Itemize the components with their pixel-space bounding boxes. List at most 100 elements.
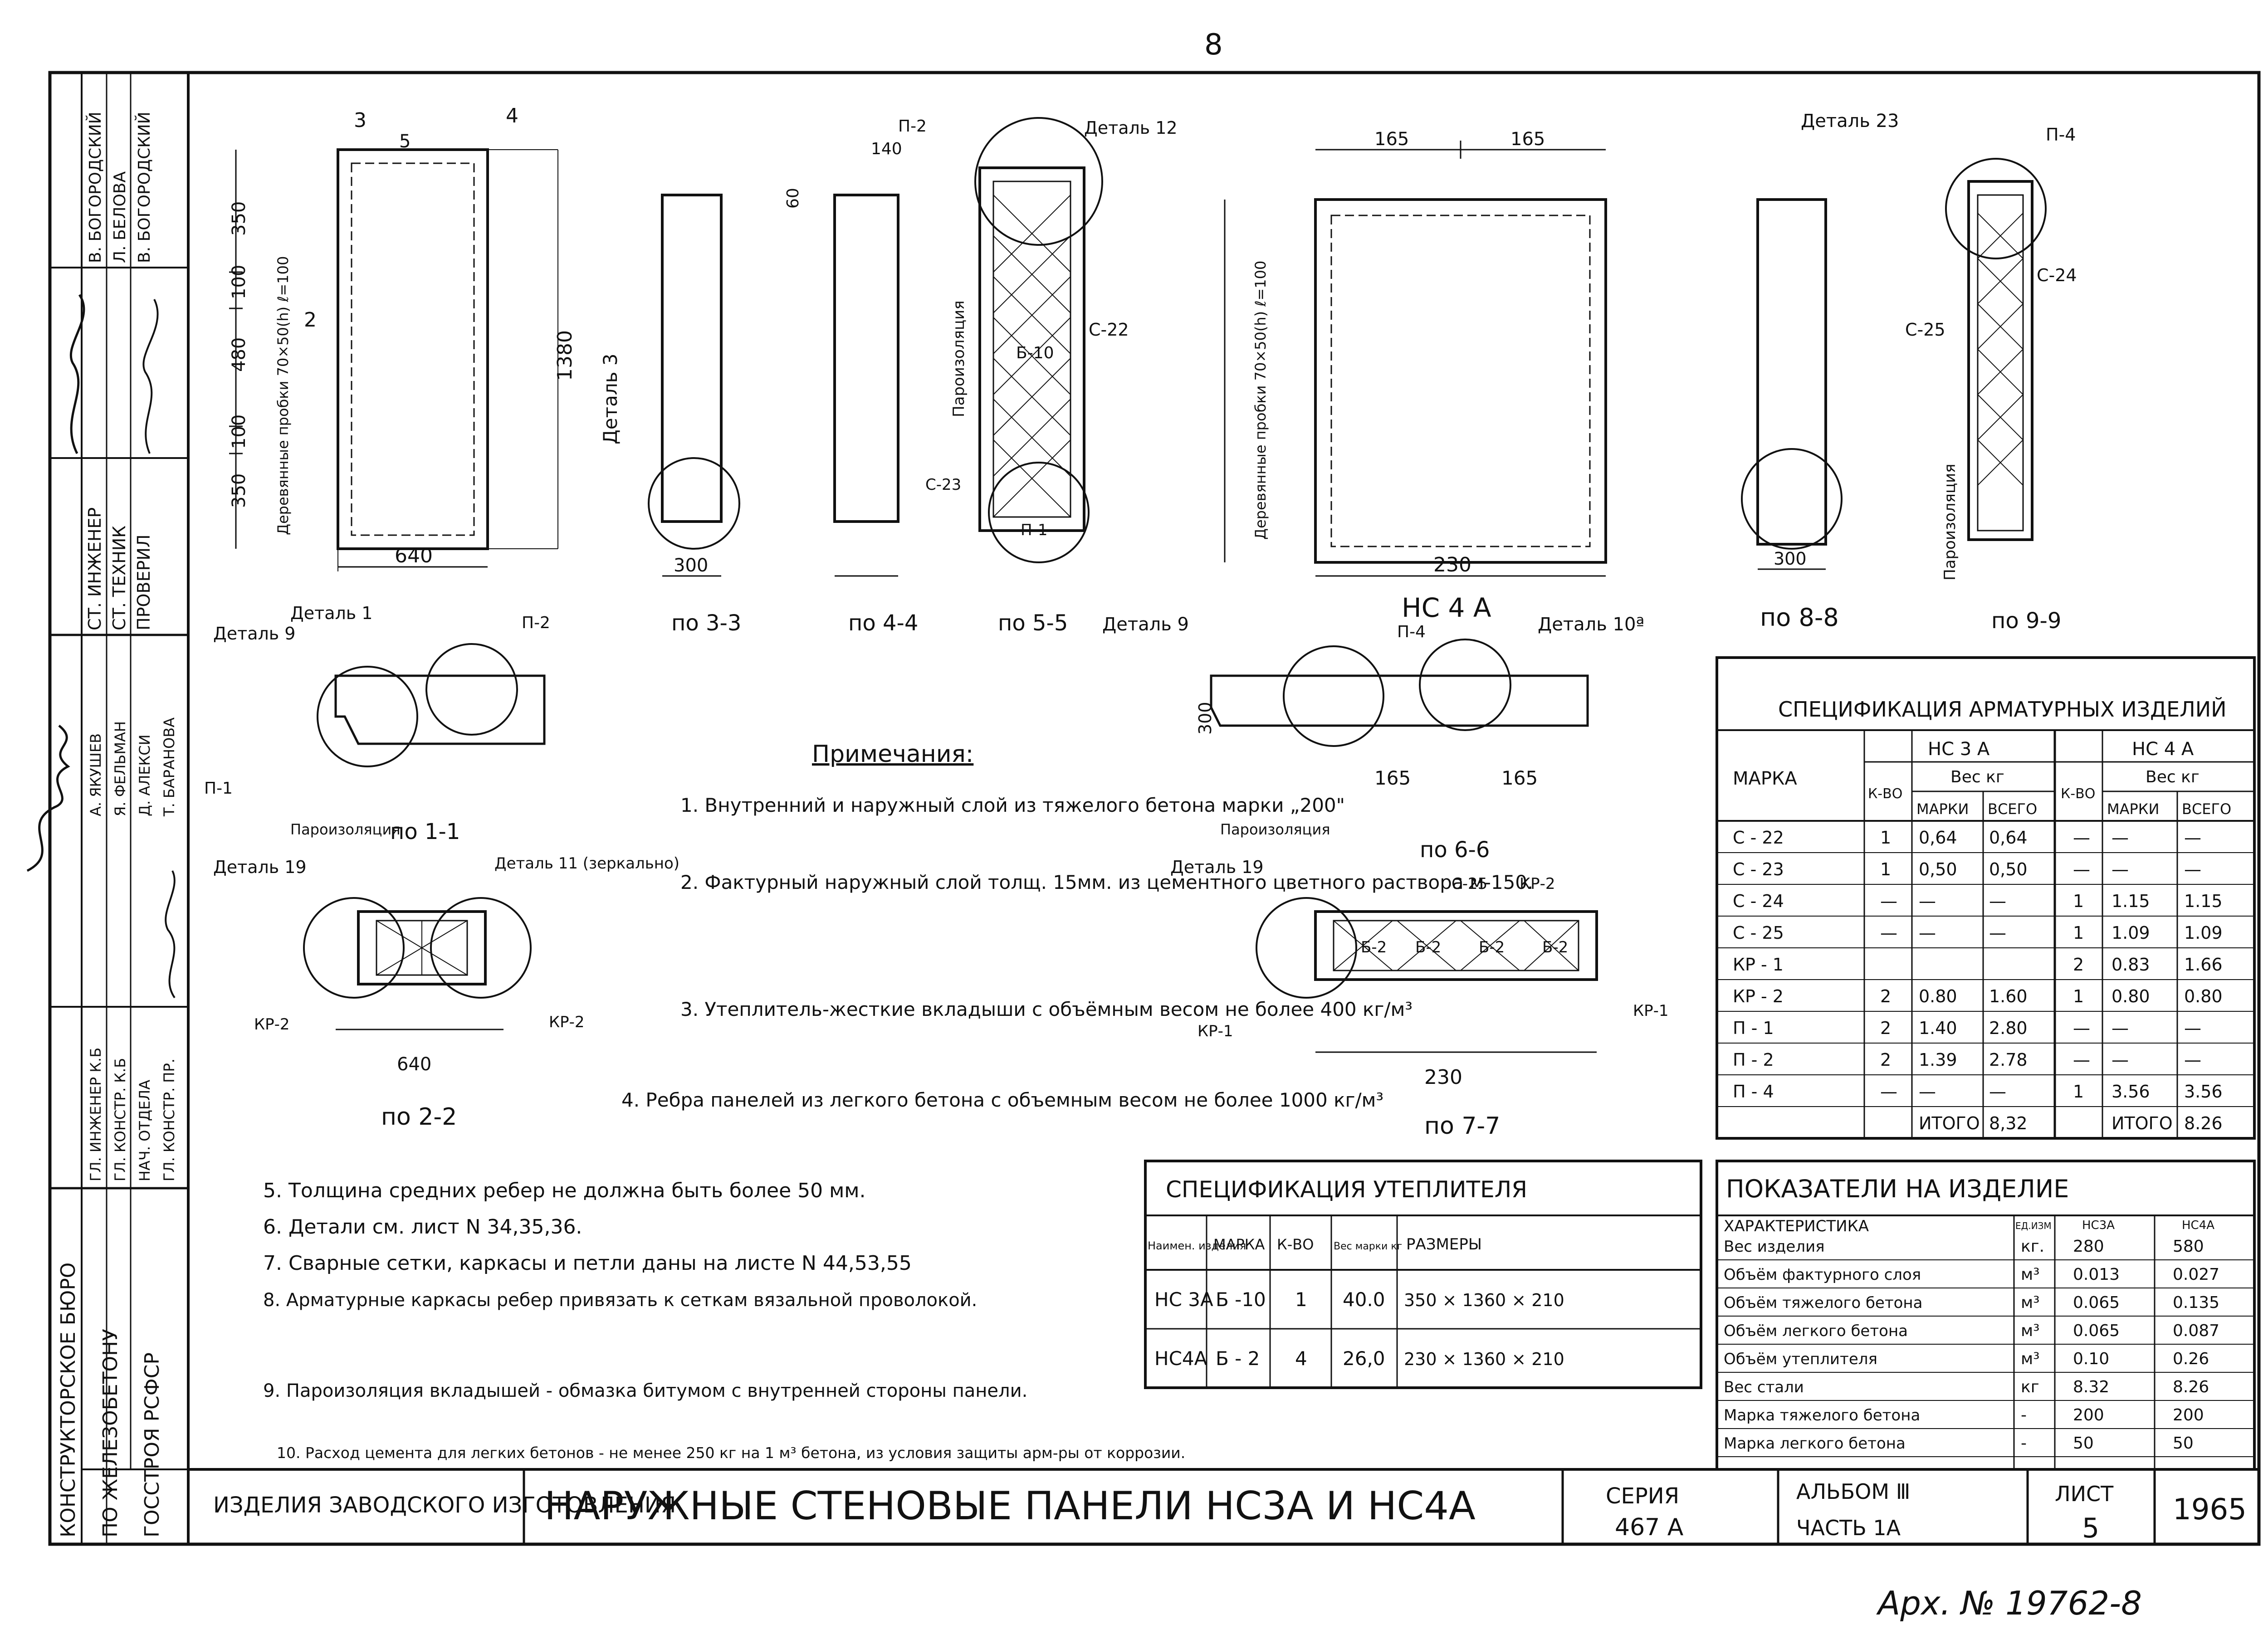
stamp-name-7: Т. БАРАНОВА	[161, 717, 178, 817]
hdr-all-4: ВСЕГО	[2182, 800, 2231, 818]
org-line-2: ПО ЖЕЛЕЗОБЕТОНУ	[99, 1329, 122, 1537]
section-8-8: 300 по 8-8	[1741, 198, 1843, 632]
note-4: 4. Ребра панелей из легкого бетона с объ…	[621, 1089, 1383, 1111]
signature	[69, 294, 85, 454]
insul-r2-1: Б - 2	[1216, 1347, 1260, 1370]
ns4a-elevation: 165 165 230 Деревянные пробки 70×50(h) ℓ…	[1224, 129, 1607, 623]
detail-9-label-11: Деталь 9	[213, 624, 295, 644]
ind-hdr-0: ХАРАКТЕРИСТИКА	[1724, 1217, 1869, 1235]
reinf-cell: С - 23	[1733, 859, 1784, 879]
indicator-cell: 200	[2073, 1406, 2104, 1424]
note-7: 7. Сварные сетки, каркасы и петли даны н…	[263, 1252, 912, 1275]
indicator-cell: Объём утеплителя	[1724, 1350, 1877, 1368]
ns4a-plugs-label: Деревянные пробки 70×50(h) ℓ=100	[1252, 261, 1269, 540]
reinf-cell: ИТОГО	[1919, 1113, 1980, 1133]
insul-hdr-3: Вес марки кг	[1334, 1241, 1402, 1252]
indicator-cell: 50	[2073, 1434, 2094, 1453]
reinf-cell: С - 25	[1733, 923, 1784, 943]
indicator-cell: м³	[2021, 1322, 2040, 1340]
signature	[165, 870, 176, 999]
indicator-cell: Вес изделия	[1724, 1238, 1825, 1256]
vapor-barrier-22: Пароизоляция	[290, 821, 400, 838]
mark-c22: С-22	[1089, 320, 1129, 340]
indicator-cell: 0.26	[2173, 1350, 2209, 1368]
reinf-cell: ИТОГО	[2112, 1113, 2173, 1133]
spec-reinf-title: СПЕЦИФИКАЦИЯ АРМАТУРНЫХ ИЗДЕЛИЙ	[1778, 697, 2227, 722]
reinf-cell: 1.15	[2112, 891, 2150, 911]
insul-r1-2: 1	[1295, 1288, 1307, 1311]
spec-insulation-table: СПЕЦИФИКАЦИЯ УТЕПЛИТЕЛЯ Наимен. изделия …	[1144, 1160, 1702, 1389]
indicator-cell: 0.065	[2073, 1322, 2120, 1340]
reinf-cell: С - 24	[1733, 891, 1784, 911]
dim-1300-77: 230	[1424, 1066, 1462, 1089]
indicator-cell: -	[2021, 1434, 2027, 1453]
reinf-cell: П - 2	[1733, 1050, 1774, 1070]
reinf-cell: —	[2073, 1050, 2090, 1070]
insul-r2-3: 26,0	[1343, 1347, 1385, 1370]
stamp-role-3: ПРОВЕРИЛ	[134, 535, 154, 630]
reinf-cell: КР - 2	[1733, 986, 1784, 1006]
hdr-qty-4: К-ВО	[2061, 786, 2095, 802]
dim-300-88: 300	[1774, 549, 1807, 569]
note-5: 5. Толщина средних ребер не должна быть …	[263, 1179, 866, 1202]
mark-p4: П-4	[2046, 125, 2076, 145]
reinf-cell: —	[1880, 923, 1897, 943]
indicator-cell: 8.26	[2173, 1378, 2209, 1396]
indicator-cell: Объём фактурного слоя	[1724, 1266, 1921, 1284]
indicator-cell: 0.013	[2073, 1265, 2120, 1284]
mark-c25-77: С-25	[1452, 875, 1487, 893]
insul-r1-1: Б -10	[1216, 1288, 1266, 1311]
reinf-cell: 1	[2073, 1082, 2084, 1102]
reinf-cell: 2.78	[1989, 1050, 2028, 1070]
reinf-cell: —	[2073, 1018, 2090, 1038]
section-3-3-label: по 3-3	[671, 610, 741, 636]
ns3a-dim-1380: 1380	[553, 330, 577, 381]
note-10: 10. Расход цемента для легких бетонов - …	[277, 1444, 1185, 1462]
reinf-cell: —	[2112, 1050, 2129, 1070]
insul-r2-4: 230 × 1360 × 210	[1404, 1349, 1564, 1369]
insul-hdr-4: РАЗМЕРЫ	[1406, 1235, 1482, 1254]
reinf-cell: —	[2073, 828, 2090, 848]
reinf-cell: 1.60	[1989, 986, 2028, 1006]
indicator-cell: -	[2021, 1406, 2027, 1424]
section-5-5: Деталь 12 С-22 С-23 Б-10 П-1 Пароизоляци…	[925, 117, 1178, 636]
detail-12-label: Деталь 12	[1084, 118, 1178, 138]
vapor-barrier-99: Пароизоляция	[1941, 463, 1959, 580]
ns3a-elevation: 350 100 480 100 350 1380 640 Деревянные …	[229, 104, 577, 571]
reinf-cell: —	[2184, 828, 2201, 848]
dim-650-c: 165	[1374, 767, 1411, 789]
year: 1965	[2173, 1493, 2247, 1527]
reinf-cell: 8,32	[1989, 1113, 2028, 1133]
section-8-8-label: по 8-8	[1760, 603, 1839, 632]
insul-hdr-1: МАРКА	[1213, 1236, 1265, 1253]
reinf-cell: 2	[2073, 955, 2084, 975]
section-5-5-label: по 5-5	[998, 610, 1068, 636]
reinf-cell: 1.09	[2112, 923, 2150, 943]
indicator-cell: 0.065	[2073, 1293, 2120, 1312]
indicator-cell: м³	[2021, 1265, 2040, 1284]
vapor-barrier-77: Пароизоляция	[1220, 821, 1330, 838]
series-label: СЕРИЯ	[1606, 1483, 1679, 1509]
reinf-cell: 1.40	[1919, 1018, 1957, 1038]
stamp-name-4: А. ЯКУШЕВ	[87, 733, 104, 816]
indicator-cell: м³	[2021, 1293, 2040, 1312]
ns3a-dim-350: 350	[229, 201, 249, 236]
indicator-cell: 0.135	[2173, 1293, 2219, 1312]
org-line-3: ГОССТРОЯ РСФСР	[141, 1352, 164, 1537]
reinf-cell: П - 4	[1733, 1082, 1774, 1102]
reinf-cell: 0,50	[1919, 859, 1957, 879]
reinf-cell: —	[1919, 891, 1936, 911]
detail-10a-label: Деталь 10ª	[1538, 614, 1644, 635]
note-1: 1. Внутренний и наружный слой из тяжелог…	[680, 794, 1345, 816]
note-9: 9. Пароизоляция вкладышей - обмазка биту…	[263, 1380, 1027, 1401]
stamp-role-7: ГЛ. КОНСТР. ПР.	[161, 1058, 178, 1181]
section-9-9-label: по 9-9	[1991, 608, 2061, 634]
ns4a-label: НС 4 А	[1402, 592, 1491, 623]
section-1-1-label: по 1-1	[390, 819, 460, 844]
reinf-cell: 0.80	[2184, 986, 2223, 1006]
indicator-cell: 0.10	[2073, 1350, 2109, 1368]
insul-r1-3: 40.0	[1343, 1288, 1385, 1311]
reinf-cell: 1	[1880, 859, 1891, 879]
hdr-ns4a: НС 4 А	[2132, 739, 2194, 760]
